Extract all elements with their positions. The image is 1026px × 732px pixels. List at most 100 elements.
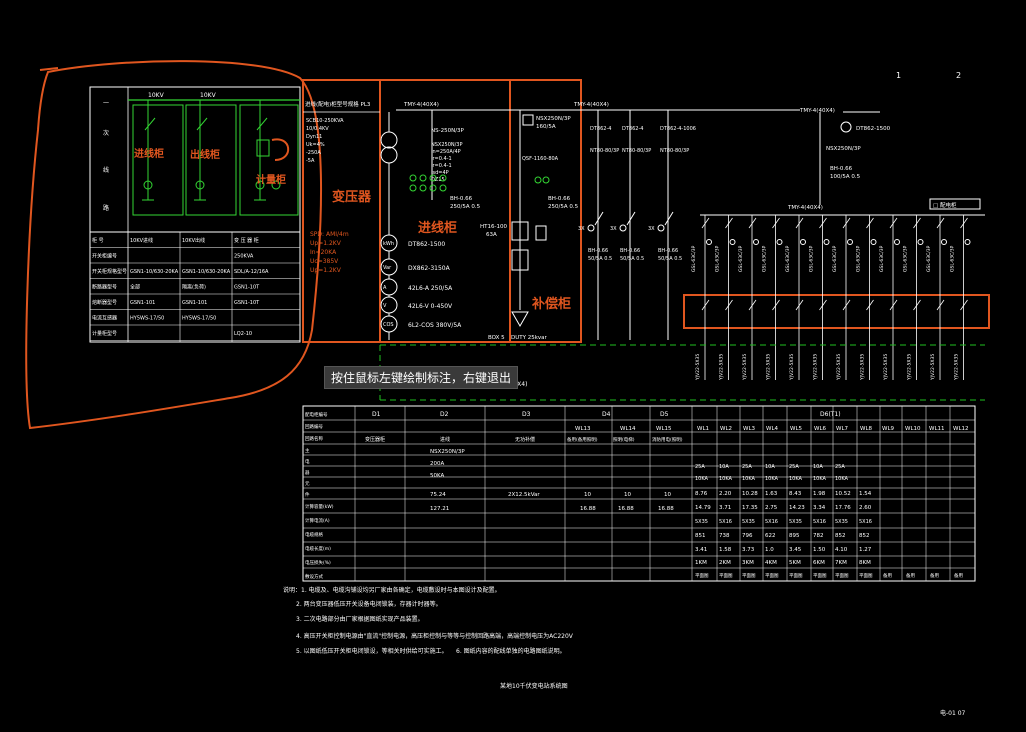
table-cell-text: 5X35 [835,519,848,525]
table-cell-text: 50KA [430,473,445,479]
hv-row-label-2: 次 [103,129,109,137]
outgoing-group-2: TMY-4(40X4) DT862-1500 NSX250N/3P BH-0.6… [690,108,985,381]
feeder-breaker-symbol [819,217,827,229]
feeder-breaker-label: GSL-63C/3P [738,245,744,272]
transformer-spec-line: SCB10-250KVA [306,118,344,124]
table-wl-label: WL13 [575,426,591,432]
feeder-cable-label: YJV22-5X35 [766,354,772,381]
table-cell-text: 变压器柜 [365,436,385,443]
table-cell-text: 10A [765,464,775,470]
corner-number-1: 1 [896,71,901,80]
feeder-ct-symbol [847,239,853,245]
table-cell-text: 1.63 [765,491,778,497]
corner-number-2: 2 [956,71,961,80]
feeder-switch-symbol [936,299,945,311]
table-cell-text: 备用 [906,572,915,579]
transformer-spec-line: -250A [306,150,321,156]
table-row-header: 主 [305,447,310,454]
feeder-ct-symbol [776,239,783,245]
right-breaker-label: NSX250N/3P [826,146,861,152]
table-cell-text: 5X35 [742,519,755,525]
feeder-ct-symbol [917,239,924,245]
hv-table-cell: HY5WS-17/50 [130,316,164,322]
feeder-switch-symbol [701,299,710,311]
incoming-breaker: NS-250N/3P [431,128,465,134]
feeder-cable-label: YJV22-5X35 [836,354,842,381]
table-cell-text: 10KA [813,476,827,482]
table-header-cell: D2 [440,411,449,418]
table-cell-text: 10KA [719,476,733,482]
feeder-ct-count: 3X [648,226,655,232]
hv-table-cell: 隔离(负荷) [182,284,206,291]
table-cell-text: 4.10 [835,547,848,553]
feeder-ct-type: BH-0.66 [588,248,608,254]
table-cell-text: 10.28 [742,491,758,497]
transformer-spec-line: 10/0.4KV [306,126,329,132]
feeder-ct-symbol [800,239,806,245]
table-cell-text: 消防用电(照明) [652,436,683,443]
table-cell-text: 4KM [765,560,777,566]
table-row-header: 电缆长度(m) [305,545,331,552]
capacitor-label-4: DUTY 25kvar [511,335,548,341]
table-cell-text: 75.24 [430,492,446,498]
capacitor-label-2: 63A [486,232,497,238]
incoming-title: 进线(配电)柜型号规格 PL3 [305,100,371,108]
spd-spec-line: Up=1.2KV [310,267,342,274]
feeder-breaker-label: GSL-63C/3P [926,245,932,272]
feeder-breaker-label: NT80-80/3P [622,148,651,154]
table-row-header: 电缆规格 [305,531,323,538]
table-cell-text: 16.88 [658,506,674,512]
table-cell-text: 17.76 [835,505,851,511]
feeder-meter-label: DT862-4 [622,126,643,132]
hv-table-cell: 熔断器型号 [92,299,117,306]
note-1: 说明：1. 电缆及、电缆沟铺设均另厂家由各确定，电缆敷设时与本图设计及配置。 [283,586,501,594]
table-row-header: 计算电流(A) [305,517,330,524]
meter-symbol [380,234,398,252]
table-wl-label: WL1 [697,426,709,432]
meter-label: DT862-1500 [408,241,445,248]
table-cell-text: 5X16 [813,519,826,525]
transformer-spec-line: Uk=4% [306,142,325,148]
table-cell-text: 738 [719,533,730,539]
meter-symbol [380,258,398,276]
table-row-header: 电压损失(%) [305,559,331,566]
table-header-cell: D3 [522,411,531,418]
comp-label-2: BH-0.66 [548,196,571,202]
hv-table-cell: HY5WS-17/50 [182,316,216,322]
table-cell-text: 1.58 [719,547,732,553]
notes: 说明：1. 电缆及、电缆沟铺设均另厂家由各确定，电缆敷设时与本图设计及配置。 2… [283,586,574,655]
right-ct-label-2: 100/5A 0.5 [830,174,861,180]
feeder-ct-ratio: 50/5A 0.5 [620,256,644,262]
feeder-switch-symbol [819,299,827,311]
table-wl-label: WL11 [929,426,945,432]
hv-table-cell: 250KVA [234,254,254,260]
bottom-caption: 某地10千伏变电站系统图 [500,682,568,690]
table-cell-text: NSX250N/3P [430,449,465,455]
lv-incoming-section: 进线(配电)柜型号规格 PL3 SCB10-250KVA10/0.4KVDyn1… [303,100,510,340]
feeder-cable-label: YJV22-5X35 [860,354,866,381]
hv-table-cell: GSN1-10T [234,285,260,291]
table-cell-text: 5X16 [719,519,732,525]
hv-table-cell: GSN1-10/630-20KA [130,269,179,275]
feeder-cable-label: YJV22-5X35 [883,354,889,381]
feeder-breaker-label: GSL-63C/3P [785,245,791,272]
hand-label-metering-cabinet: 计量柜 [256,173,286,186]
table-cell-text: 7KM [835,560,847,566]
table-cell-text: 6KM [813,560,825,566]
table-cell-text: 25A [835,464,845,470]
feeder-ct-count: 3X [578,226,585,232]
busbar-1-label: TMY-4(40X4) [403,102,439,108]
table-cell-text: 16.88 [580,506,596,512]
hv-feeder-2 [185,100,237,216]
table-cell-text: 10KA [742,476,756,482]
sheet-number: 电-01 07 [940,709,966,717]
table-cell-text: 平面图 [719,573,733,579]
hv-bus-label-2: 10KV [200,92,217,99]
table-cell-text: 10 [664,492,671,498]
note-5: 5. 以图纸低压开关柜电闭锁设，等相关时供给可实施工。 [296,647,448,655]
table-cell-text: 796 [742,533,753,539]
feeder-breaker-label: GSL-63C/3P [691,245,697,272]
table-cell-text: 备用 [930,572,939,579]
table-cell-text: 2KM [719,560,731,566]
feeder-breaker-symbol [725,217,733,229]
